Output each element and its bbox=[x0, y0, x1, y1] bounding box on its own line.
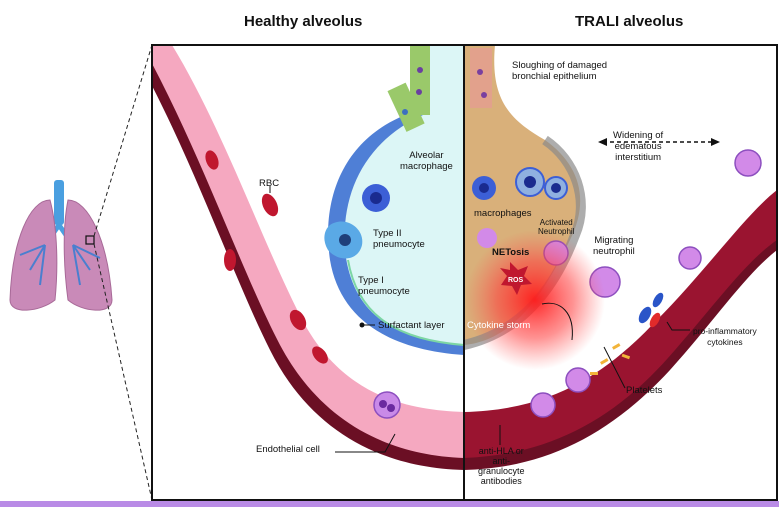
pro-inflammatory-label: pro-inflammatory cytokines bbox=[693, 326, 757, 347]
platelets-label: Platelets bbox=[626, 385, 663, 396]
alveolar-macrophage-label: Alveolar macrophage bbox=[400, 150, 453, 172]
type1-label: Type I pneumocyte bbox=[358, 275, 410, 297]
macrophages-cluster bbox=[472, 167, 568, 200]
cytokine-storm-label: Cytokine storm bbox=[467, 320, 531, 331]
antibodies-label: anti-HLA or anti- granulocyte antibodies bbox=[478, 446, 525, 486]
lungs-icon bbox=[9, 180, 113, 311]
damaged-epithelium bbox=[470, 48, 492, 108]
neutrophil-icon bbox=[373, 391, 401, 419]
bronchial-epithelium bbox=[387, 45, 430, 132]
endothelial-label: Endothelial cell bbox=[256, 444, 320, 455]
cytokine-storm bbox=[465, 230, 605, 370]
activated-neutrophil-label: Activated Neutrophil bbox=[538, 218, 575, 236]
rbc-label: RBC bbox=[259, 178, 280, 189]
zoom-line-top bbox=[93, 44, 153, 237]
sloughing-label: Sloughing of damaged bronchial epitheliu… bbox=[512, 60, 608, 82]
alveolar-space bbox=[344, 45, 464, 345]
red-blood-cells bbox=[205, 150, 328, 364]
netosis-label: NETosis bbox=[492, 247, 530, 258]
type2-label: Type II pneumocyte bbox=[373, 228, 425, 250]
healthy-header: Healthy alveolus bbox=[244, 13, 363, 30]
zoom-line-bottom bbox=[93, 243, 153, 501]
surfactant-label: Surfactant layer bbox=[378, 320, 445, 331]
platelets bbox=[590, 343, 631, 375]
trali-header: TRALI alveolus bbox=[575, 13, 684, 30]
alveolar-macrophage-icon bbox=[362, 184, 390, 212]
macrophages-label: macrophages bbox=[474, 208, 532, 219]
ros-burst bbox=[500, 262, 532, 295]
bottom-accent-bar bbox=[0, 501, 779, 507]
ros-label: ROS bbox=[508, 277, 524, 284]
trali-vessel-lumen bbox=[464, 190, 777, 458]
type2-pneumocyte-icon bbox=[324, 221, 363, 259]
widening-label: Widening of edematous interstitium bbox=[613, 130, 664, 163]
migrating-neutrophil-label: Migrating neutrophil bbox=[593, 235, 635, 257]
blood-vessel-lumen bbox=[152, 45, 464, 458]
netosis-icon bbox=[477, 228, 497, 248]
